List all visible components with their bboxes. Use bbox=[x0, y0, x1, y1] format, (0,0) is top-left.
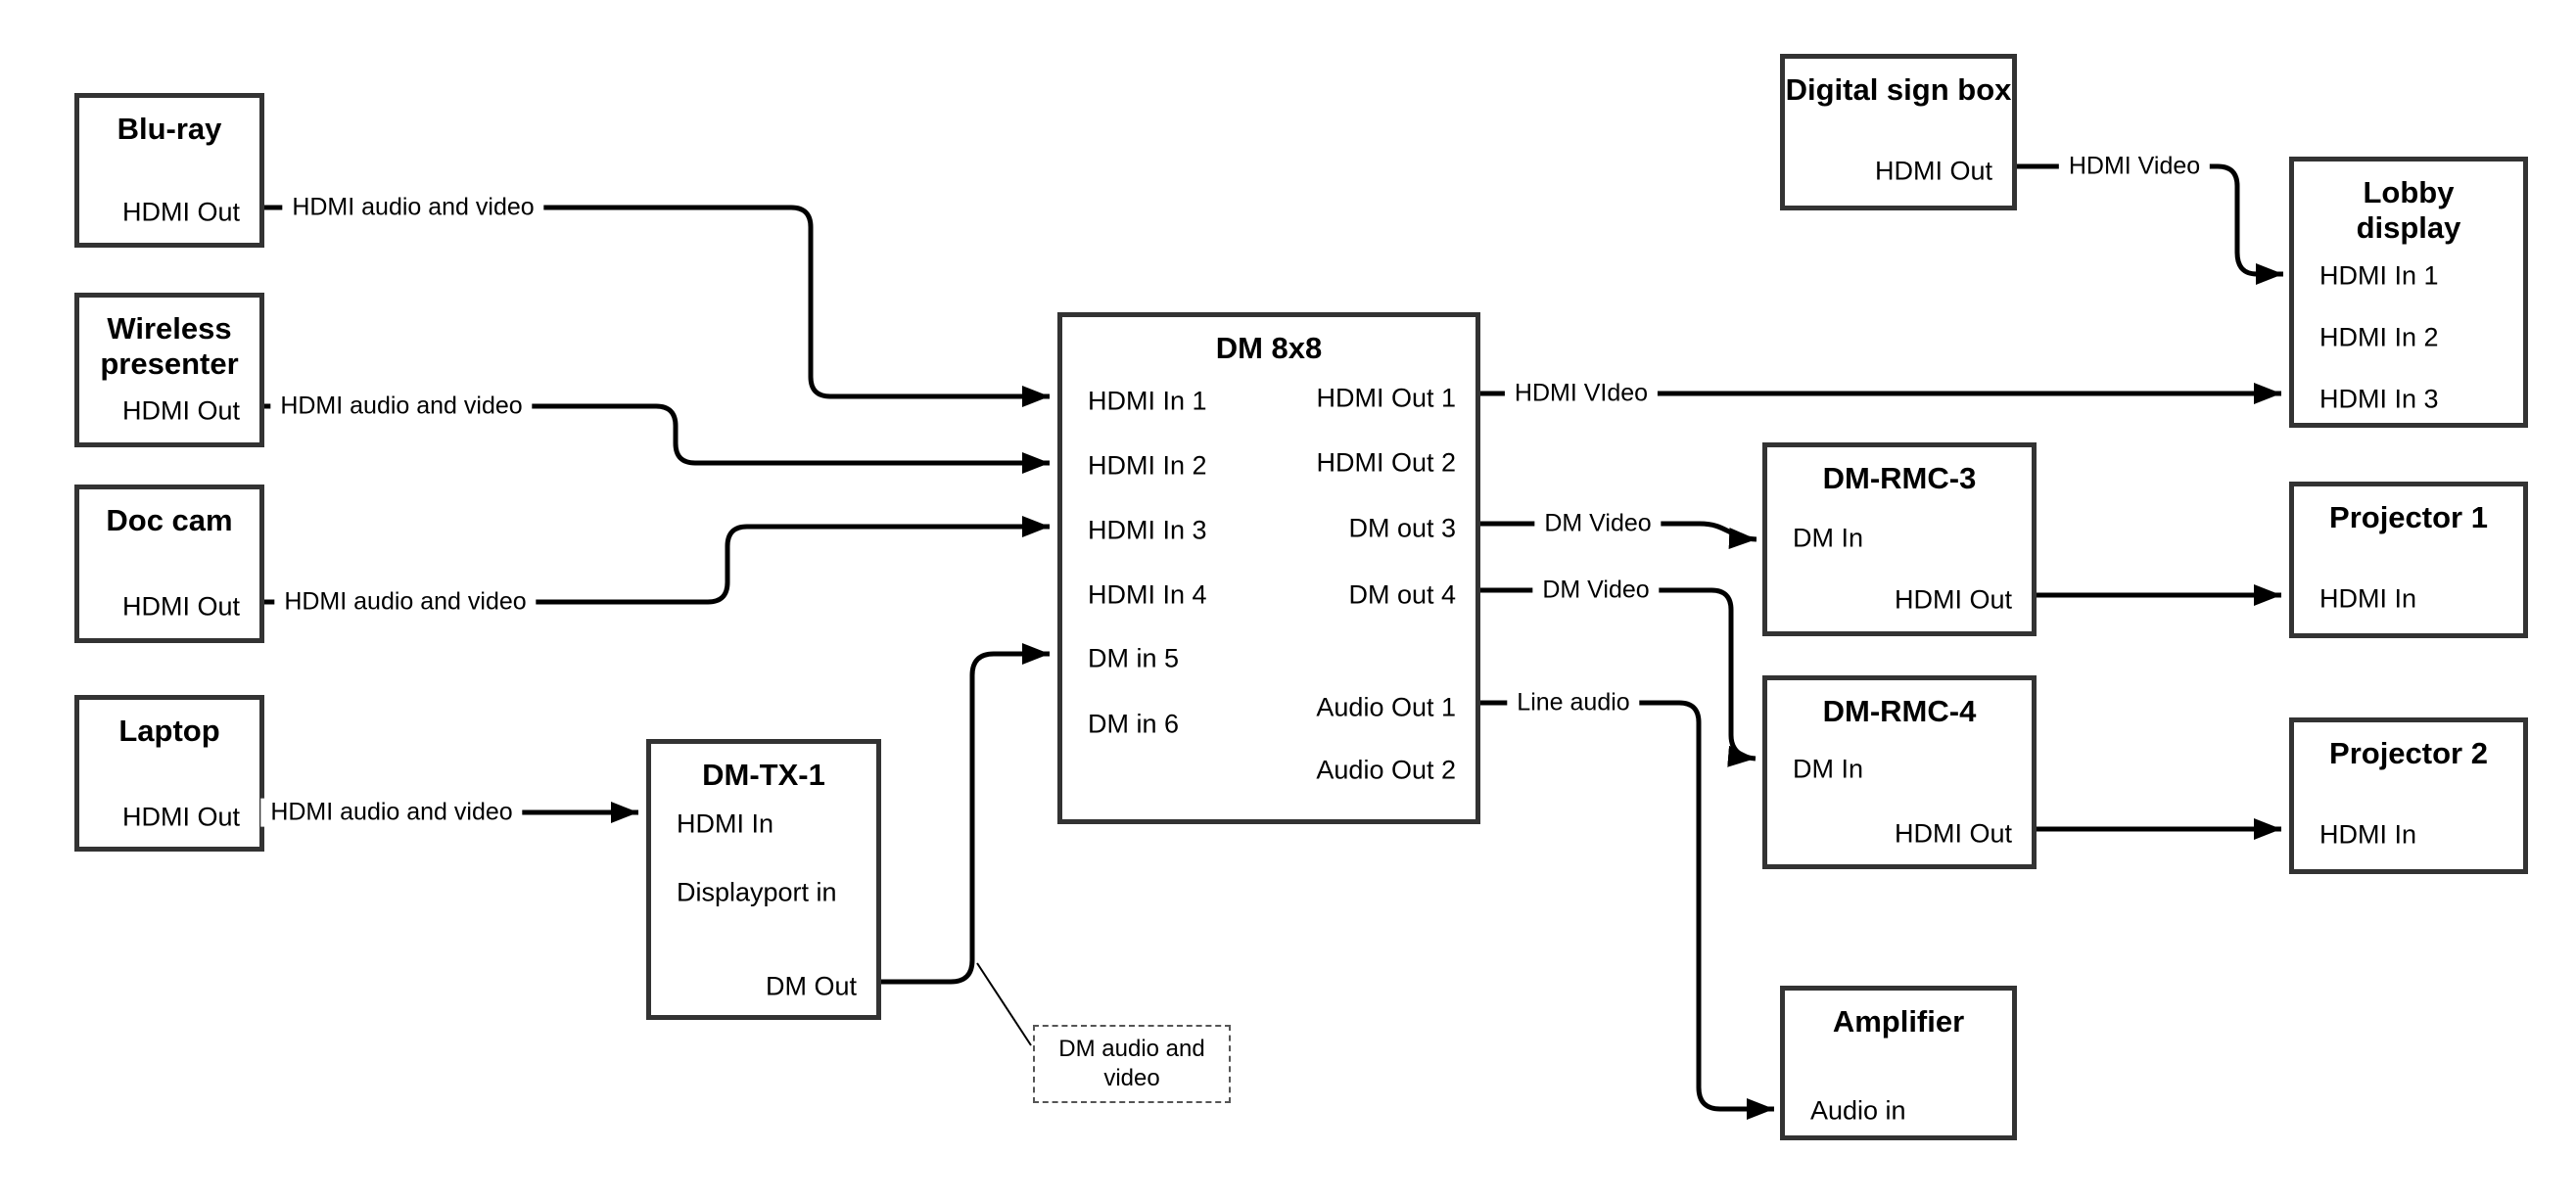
node-amplifier: Amplifier Audio in bbox=[1780, 986, 2017, 1140]
port-hdmi-in-3: HDMI In 3 bbox=[2319, 384, 2439, 414]
port-hdmi-in-4: HDMI In 4 bbox=[1088, 579, 1207, 610]
port-hdmi-out-2: HDMI Out 2 bbox=[1316, 447, 1456, 478]
port-hdmi-out: HDMI Out bbox=[1874, 156, 1992, 186]
port-hdmi-out-1: HDMI Out 1 bbox=[1316, 383, 1456, 413]
wire-dm8x8-audio1-to-amplifier bbox=[1480, 700, 1774, 1120]
wire-label-hdmi-video-sign: HDMI Video bbox=[2058, 152, 2211, 181]
port-dm-in: DM In bbox=[1793, 523, 1864, 553]
port-dm-in-5: DM in 5 bbox=[1088, 643, 1180, 673]
wire-dmtx1-to-dm8x8-in5 bbox=[881, 643, 1050, 985]
wire-label-dm-video-out3: DM Video bbox=[1534, 509, 1662, 538]
port-hdmi-in: HDMI In bbox=[677, 808, 774, 839]
port-hdmi-in-3: HDMI In 3 bbox=[1088, 515, 1207, 545]
node-dm-8x8: DM 8x8 HDMI In 1 HDMI In 2 HDMI In 3 HDM… bbox=[1057, 312, 1480, 824]
node-projector-1: Projector 1 HDMI In bbox=[2289, 482, 2528, 638]
annotation-leader-line bbox=[976, 962, 1032, 1046]
port-hdmi-out: HDMI Out bbox=[1894, 584, 2012, 615]
port-audio-out-1: Audio Out 1 bbox=[1316, 692, 1456, 722]
node-dm-rmc-3: DM-RMC-3 DM In HDMI Out bbox=[1762, 442, 2037, 636]
wire-label-hdmi-av-laptop: HDMI audio and video bbox=[260, 798, 523, 827]
port-hdmi-out: HDMI Out bbox=[121, 802, 240, 832]
port-hdmi-in-2: HDMI In 2 bbox=[2319, 322, 2439, 352]
port-dm-out-3: DM out 3 bbox=[1348, 513, 1456, 543]
node-laptop: Laptop HDMI Out bbox=[74, 695, 264, 852]
wire-bluray-to-dm8x8-in1 bbox=[264, 205, 1050, 407]
node-title: DM-TX-1 bbox=[702, 758, 825, 792]
node-title: DM-RMC-3 bbox=[1822, 461, 1977, 495]
port-hdmi-in: HDMI In bbox=[2319, 819, 2417, 850]
annotation-dm-audio-video: DM audio and video bbox=[1033, 1025, 1231, 1103]
node-title: DM-RMC-4 bbox=[1822, 694, 1977, 728]
port-hdmi-in-1: HDMI In 1 bbox=[2319, 260, 2439, 291]
port-audio-in: Audio in bbox=[1810, 1095, 1906, 1126]
port-dm-out-4: DM out 4 bbox=[1348, 579, 1456, 610]
wire-label-line-audio: Line audio bbox=[1507, 688, 1640, 717]
port-hdmi-out: HDMI Out bbox=[121, 197, 240, 227]
port-audio-out-2: Audio Out 2 bbox=[1316, 755, 1456, 785]
node-wireless-presenter: Wireless presenter HDMI Out bbox=[74, 293, 264, 447]
node-bluray: Blu-ray HDMI Out bbox=[74, 93, 264, 248]
wire-label-dm-video-out4: DM Video bbox=[1532, 576, 1660, 605]
port-hdmi-in: HDMI In bbox=[2319, 583, 2417, 614]
wire-label-hdmi-av-doccam: HDMI audio and video bbox=[274, 587, 537, 617]
node-title: Blu-ray bbox=[117, 112, 222, 146]
wire-signbox-to-lobby-in1 bbox=[2017, 163, 2283, 285]
wire-label-hdmi-video-out1: HDMI VIdeo bbox=[1504, 379, 1659, 408]
port-dm-in: DM In bbox=[1793, 754, 1864, 784]
node-title: Amplifier bbox=[1832, 1004, 1965, 1039]
node-title: Projector 2 bbox=[2329, 736, 2488, 770]
node-dm-tx-1: DM-TX-1 HDMI In Displayport in DM Out bbox=[646, 739, 881, 1020]
wire-label-hdmi-av-wireless: HDMI audio and video bbox=[270, 392, 533, 421]
node-dm-rmc-4: DM-RMC-4 DM In HDMI Out bbox=[1762, 675, 2037, 869]
node-title: Wireless presenter bbox=[100, 311, 239, 381]
node-title: Lobby display bbox=[2356, 175, 2461, 245]
node-lobby-display: Lobby display HDMI In 1 HDMI In 2 HDMI I… bbox=[2289, 157, 2528, 428]
wire-dm8x8-out3-to-rmc3 bbox=[1480, 521, 1757, 549]
node-digital-sign-box: Digital sign box HDMI Out bbox=[1780, 54, 2017, 210]
node-title: Doc cam bbox=[106, 503, 233, 537]
port-dm-in-6: DM in 6 bbox=[1088, 709, 1180, 739]
node-doc-cam: Doc cam HDMI Out bbox=[74, 485, 264, 643]
node-title: Laptop bbox=[118, 714, 220, 748]
port-dm-out: DM Out bbox=[765, 971, 857, 1001]
port-hdmi-in-1: HDMI In 1 bbox=[1088, 386, 1207, 416]
port-hdmi-out: HDMI Out bbox=[1894, 818, 2012, 849]
port-hdmi-in-2: HDMI In 2 bbox=[1088, 450, 1207, 481]
wire-doccam-to-dm8x8-in3 bbox=[264, 516, 1050, 605]
wire-dm8x8-out4-to-rmc4 bbox=[1480, 587, 1756, 767]
node-title: Digital sign box bbox=[1785, 72, 2012, 107]
wire-label-hdmi-av-bluray: HDMI audio and video bbox=[282, 193, 544, 222]
port-hdmi-out: HDMI Out bbox=[121, 395, 240, 426]
node-title: Projector 1 bbox=[2329, 500, 2488, 534]
port-hdmi-out: HDMI Out bbox=[121, 591, 240, 622]
port-displayport-in: Displayport in bbox=[677, 877, 837, 907]
wire-wireless-to-dm8x8-in2 bbox=[264, 403, 1050, 474]
node-projector-2: Projector 2 HDMI In bbox=[2289, 717, 2528, 874]
node-title: DM 8x8 bbox=[1215, 331, 1323, 365]
